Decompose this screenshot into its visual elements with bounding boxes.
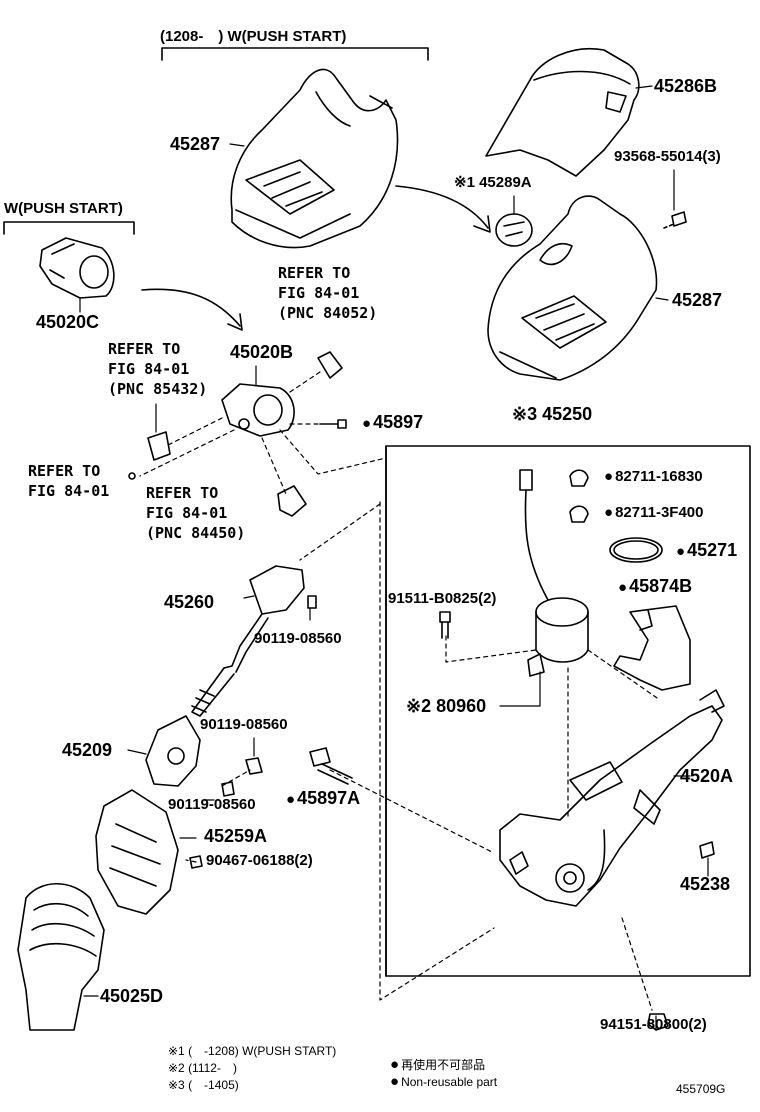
screw-refer [128,472,136,480]
refer-84052-line3[interactable]: (PNC 84052) [278,304,378,322]
note-2: ※2 (1112- ) [168,1061,237,1075]
bracket-top [161,47,429,61]
refer-85432-line2: FIG 84-01 [108,360,190,378]
intermediate-shaft-45260 [191,565,317,717]
refer-84052-line1: REFER TO [278,264,351,282]
column-cover-upper-top [230,68,399,249]
bolt-45897A [309,747,353,785]
motor-80960 [519,469,589,677]
part-45287-right[interactable]: 45287 [672,290,723,310]
part-90119-a[interactable]: 90119-08560 [254,630,342,647]
steering-column-4520A [499,689,725,907]
nut-94151 [647,1013,669,1031]
part-45025D[interactable]: 45025D [100,986,164,1006]
legend-nonreuse-en: Non-reusable part [390,1075,497,1089]
leader-lines [79,85,709,1031]
part-80960[interactable]: ※2 80960 [406,696,487,716]
part-45287-top[interactable]: 45287 [170,134,221,154]
dashed-leaders [139,371,661,1011]
part-93568[interactable]: 93568-55014(3) [614,148,721,165]
refer-84450-line2: FIG 84-01 [146,504,228,522]
screw-45238 [699,841,715,859]
group-top-label: (1208- ) W(PUSH START) [160,28,347,45]
ignition-switch-45020B [221,383,295,437]
clamp-82711-3F400 [569,505,589,523]
part-45020C[interactable]: 45020C [36,312,100,332]
bolt-91511 [439,611,451,639]
band-45271 [609,537,663,563]
bracket-45874B [613,605,691,691]
part-45020B[interactable]: 45020B [230,342,294,362]
legend-nonreuse-jp: 再使用不可部品 [390,1058,485,1072]
arrow-top [395,185,491,233]
column-cover-lower [485,48,640,177]
dust-seal-45025D [17,882,105,1031]
refer-84450-line1: REFER TO [146,484,219,502]
clip-90467 [189,855,203,869]
part-94151[interactable]: 94151-80800(2) [600,1016,707,1033]
arrow-left [141,288,243,331]
note-3: ※3 ( -1405) [168,1078,239,1092]
figure-id: 455709G [676,1082,726,1096]
ignition-switch-45020C [39,237,115,299]
part-90467[interactable]: 90467-06188(2) [206,852,313,869]
part-45260[interactable]: 45260 [164,592,215,612]
part-90119-b[interactable]: 90119-08560 [200,716,288,733]
part-45271[interactable]: 45271 [676,540,737,562]
part-82711-3F400[interactable]: 82711-3F400 [604,504,703,522]
universal-joint-45209 [145,715,263,797]
group-left-label: W(PUSH START) [4,200,123,217]
part-90119-c[interactable]: 90119-08560 [168,796,256,813]
refer-84052-line2: FIG 84-01 [278,284,360,302]
connector-84052 [317,351,343,379]
part-45874B[interactable]: 45874B [618,576,692,598]
refer-85432-line1: REFER TO [108,340,181,358]
bracket-left [3,221,135,235]
note-1: ※1 ( -1208) W(PUSH START) [168,1044,337,1058]
part-45289A[interactable]: ※1 45289A [454,174,532,191]
part-4520A[interactable]: 4520A [680,766,734,786]
part-45897A[interactable]: 45897A [286,788,360,810]
part-45209[interactable]: 45209 [62,740,113,760]
part-82711-16830[interactable]: 82711-16830 [604,468,703,486]
connector-84450 [277,485,307,517]
clamp-82711-16830 [569,469,589,487]
part-91511[interactable]: 91511-B0825(2) [388,590,497,607]
screw-93568 [663,211,687,229]
column-cover-upper-right [487,195,658,381]
part-45238[interactable]: 45238 [680,874,731,894]
connector-85432 [147,431,171,461]
refer-85432-line3[interactable]: (PNC 85432) [108,380,208,398]
part-45286B[interactable]: 45286B [654,76,718,96]
refer-fig-line2[interactable]: FIG 84-01 [28,482,110,500]
refer-84450-line3[interactable]: (PNC 84450) [146,524,246,542]
part-45897[interactable]: 45897 [362,412,423,434]
key-cap [495,213,533,247]
screw-45897 [319,419,347,429]
assembly-box [385,445,751,977]
part-45250[interactable]: ※3 45250 [512,404,593,424]
part-45259A[interactable]: 45259A [204,826,268,846]
boot-45259A [95,789,179,915]
refer-fig-line1: REFER TO [28,462,101,480]
